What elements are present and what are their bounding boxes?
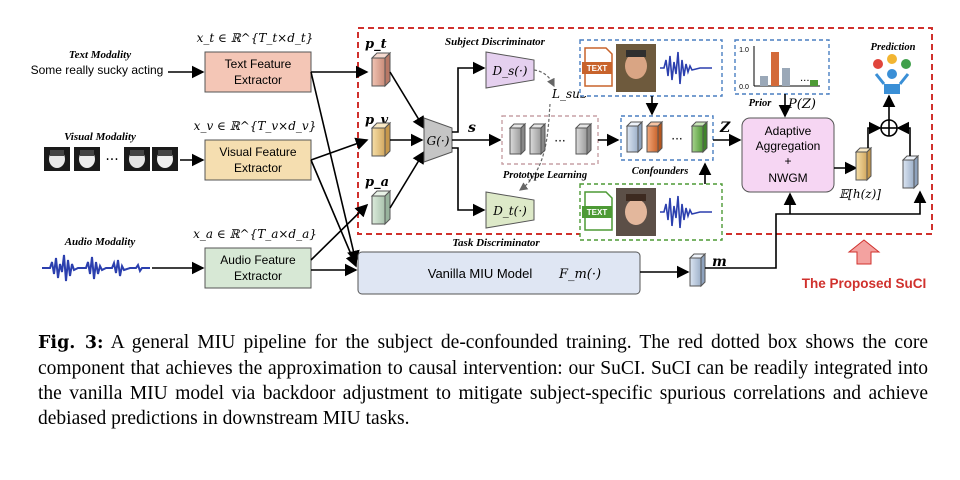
m-feature-block-right (901, 154, 920, 190)
vanilla-label: Vanilla MIU Model (428, 266, 533, 281)
pv-feature-block (370, 121, 392, 158)
text-dim: x_t ∈ ℝ^{T_t×d_t} (197, 31, 314, 45)
text-extractor-line2: Extractor (234, 73, 282, 87)
text-sample: Some really sucky acting (31, 63, 164, 77)
m-label: m (712, 254, 727, 270)
svg-text:···: ··· (800, 76, 810, 87)
expectation-label: 𝔼[h(z)] (839, 187, 881, 201)
task-discriminator (485, 191, 535, 229)
vanilla-symbol: F_m(·) (558, 267, 601, 282)
pa-feature-block (370, 189, 392, 226)
audio-extractor-line2: Extractor (234, 269, 282, 283)
caption-text: A general MIU pipeline for the subject d… (38, 332, 928, 429)
prior-label: Prior (749, 98, 773, 109)
prior-symbol: P(Z) (787, 97, 816, 112)
caption-label: Fig. 3: (38, 333, 104, 353)
prior-chart: ··· (734, 39, 830, 95)
text-modality-title: Text Modality (69, 49, 131, 61)
audio-dim: x_a ∈ ℝ^{T_a×d_a} (193, 227, 317, 241)
pa-label: p_a (365, 175, 389, 190)
aggregation-line1: Adaptive (765, 124, 812, 138)
confounders-label: Confounders (632, 166, 689, 177)
audio-feature-extractor (204, 247, 312, 289)
task-disc-title: Task Discriminator (452, 237, 540, 249)
adaptive-aggregation-box (741, 117, 835, 193)
text-doc-icon (582, 191, 613, 231)
plus-operator-icon (880, 119, 898, 137)
subject-disc-label: D_s(·) (492, 64, 528, 78)
confounders-box (620, 115, 714, 161)
visual-extractor-line2: Extractor (234, 161, 282, 175)
visual-feature-extractor (204, 139, 312, 181)
generator-block (423, 117, 453, 163)
confounder-blocks: ··· (625, 120, 709, 154)
task-disc-label: D_t(·) (492, 204, 527, 218)
media-sample-top: TEXT (579, 39, 723, 97)
waveform-icon (660, 51, 712, 85)
hz-feature-block (854, 146, 873, 182)
figure-caption: Fig. 3: A general MIU pipeline for the s… (38, 330, 928, 431)
svg-text:···: ··· (671, 132, 682, 146)
text-icon-label-top: TEXT (587, 64, 608, 73)
prediction-person-icon (873, 54, 911, 94)
m-feature-block (688, 252, 707, 288)
prototype-blocks: ··· (508, 122, 593, 156)
visual-dim: x_v ∈ ℝ^{T_v×d_v} (194, 119, 317, 133)
face-thumbnail-icon (616, 44, 656, 92)
text-icon-label-bottom: TEXT (587, 208, 608, 217)
aggregation-line4: NWGM (768, 171, 807, 185)
svg-text:···: ··· (554, 134, 565, 148)
face-thumbnail-icon (616, 188, 656, 236)
subject-discriminator (485, 51, 535, 89)
z-label: Z (719, 120, 731, 136)
generator-label: G(·) (427, 134, 450, 148)
pipeline-figure: Text Modality Some really sucky acting V… (31, 27, 933, 295)
subject-disc-title: Subject Discriminator (445, 36, 546, 48)
text-feature-extractor (204, 51, 312, 93)
prototype-learning-label: Prototype Learning (503, 170, 587, 181)
s-label: s (468, 120, 476, 136)
prior-tick-top: 1.0 (739, 47, 749, 54)
waveform-icon (660, 195, 712, 229)
pt-label: p_t (365, 37, 387, 52)
face-frames-icon: ··· (44, 147, 178, 171)
visual-modality-title: Visual Modality (64, 131, 136, 143)
text-doc-icon (582, 47, 613, 87)
text-extractor-line1: Text Feature (225, 57, 292, 71)
proposed-suci-label: The Proposed SuCI (802, 276, 927, 291)
prediction-label: Prediction (871, 42, 916, 53)
prior-tick-bottom: 0.0 (739, 84, 749, 91)
media-sample-bottom: TEXT (579, 183, 723, 241)
vanilla-miu-model (357, 251, 641, 295)
audio-extractor-line1: Audio Feature (220, 253, 296, 267)
aggregation-line2: Aggregation (756, 139, 821, 153)
visual-extractor-line1: Visual Feature (219, 145, 296, 159)
aggregation-line3: + (784, 154, 791, 168)
svg-text:···: ··· (105, 152, 118, 168)
up-arrow-icon (847, 239, 881, 265)
audio-waveform-icon (42, 254, 150, 282)
audio-modality-title: Audio Modality (64, 236, 136, 248)
loss-label: L_sub (551, 87, 588, 101)
pt-feature-block (370, 51, 392, 88)
